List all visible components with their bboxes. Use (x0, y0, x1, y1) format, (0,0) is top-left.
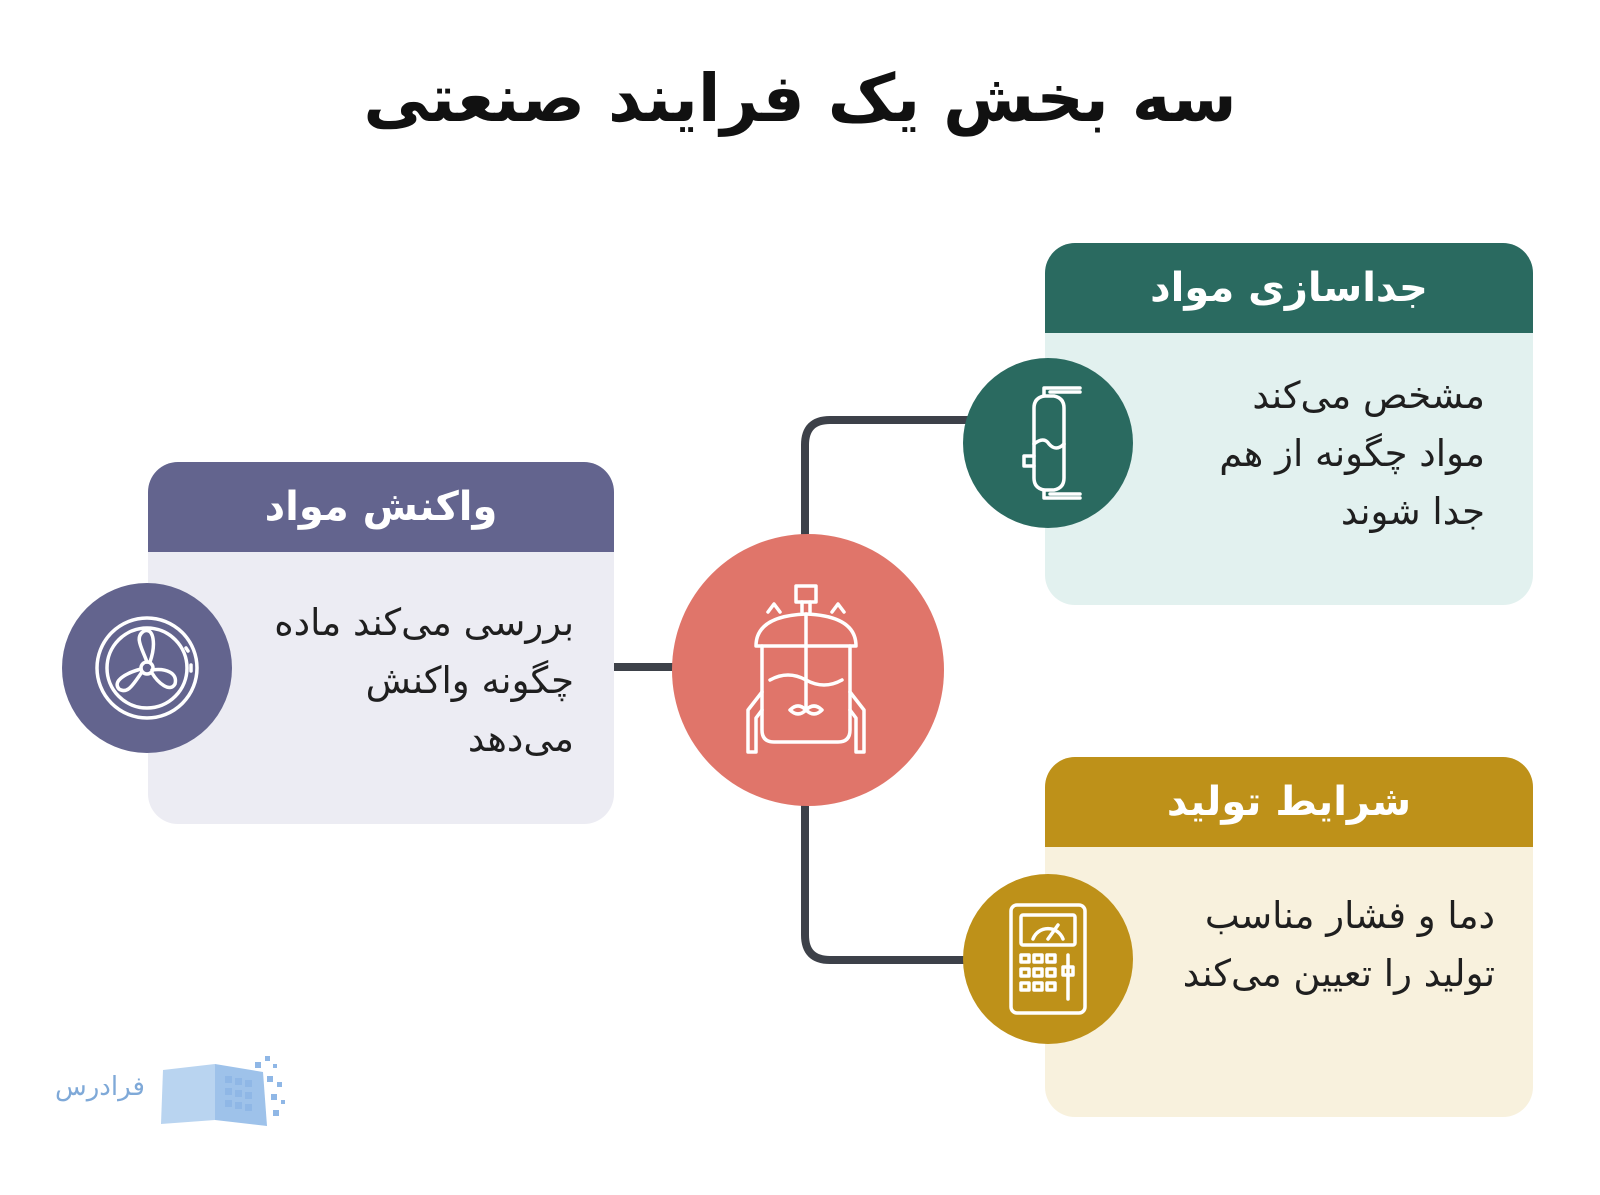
reaction-card-title: واکنش مواد (264, 484, 498, 530)
production-line-1: دما و فشار مناسب (1204, 894, 1495, 937)
separation-line-2: مواد چگونه از هم (1219, 432, 1485, 475)
reactor-icon (746, 584, 866, 754)
production-icon-circle (963, 874, 1133, 1044)
separator-vessel-icon (1022, 386, 1082, 500)
separation-line-1: مشخص می‌کند (1252, 374, 1485, 417)
production-card: شرایط تولید دما و فشار مناسب تولید را تع… (1045, 757, 1533, 1117)
reaction-line-3: می‌دهد (467, 717, 574, 760)
separation-card-title: جداسازی مواد (1150, 265, 1428, 311)
production-card-text: دما و فشار مناسب تولید را تعیین می‌کند (1115, 887, 1495, 1003)
control-panel-icon (1009, 903, 1087, 1015)
separation-icon-circle (963, 358, 1133, 528)
page-title: سه بخش یک فرایند صنعتی (363, 60, 1237, 137)
logo-text: فرادرس (55, 1072, 145, 1102)
separation-card-text: مشخص می‌کند مواد چگونه از هم جدا شوند (1155, 367, 1485, 541)
reaction-card-text: بررسی می‌کند ماده چگونه واکنش می‌دهد (244, 594, 574, 768)
connector-to-separation (801, 416, 970, 535)
reaction-line-1: بررسی می‌کند ماده (274, 601, 574, 644)
faradars-logo: فرادرس (55, 1050, 295, 1130)
production-card-title: شرایط تولید (1166, 779, 1412, 825)
fan-icon (95, 616, 199, 720)
separation-line-3: جدا شوند (1340, 490, 1485, 533)
reaction-card-header: واکنش مواد (148, 462, 614, 552)
separation-card-body: مشخص می‌کند مواد چگونه از هم جدا شوند (1045, 333, 1533, 605)
reaction-icon-circle (62, 583, 232, 753)
open-book-icon (161, 1056, 285, 1126)
separation-card-header: جداسازی مواد (1045, 243, 1533, 333)
production-line-2: تولید را تعیین می‌کند (1182, 952, 1495, 995)
center-reactor-circle (672, 534, 944, 806)
production-card-header: شرایط تولید (1045, 757, 1533, 847)
separation-card: جداسازی مواد مشخص می‌کند مواد چگونه از ه… (1045, 243, 1533, 605)
connector-to-production (801, 800, 970, 964)
reaction-line-2: چگونه واکنش (365, 659, 574, 702)
